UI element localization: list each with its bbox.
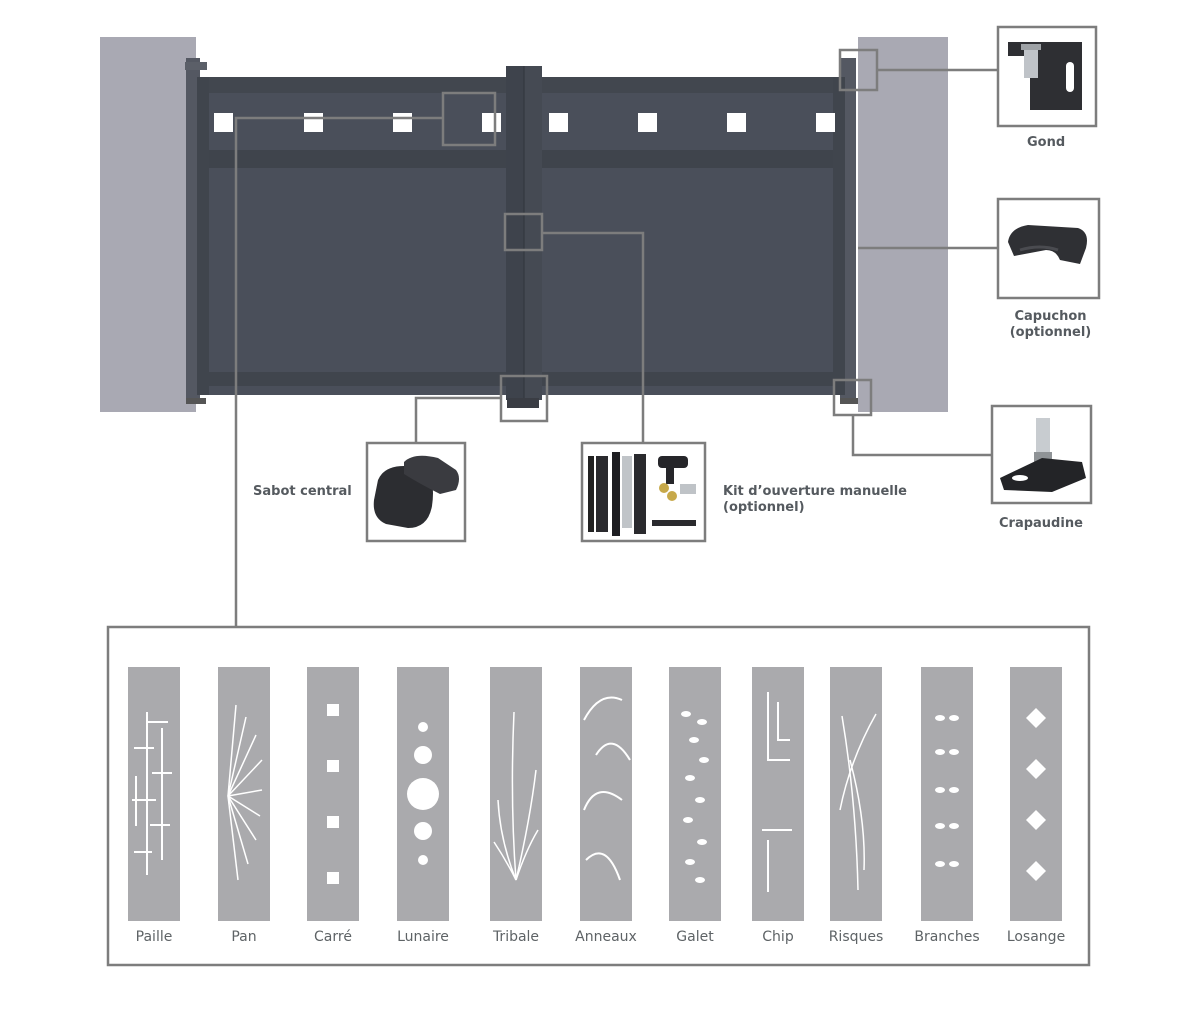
crapaudine-frame <box>990 404 1093 505</box>
left-pillar <box>100 37 196 412</box>
sabot-label: Sabot central <box>253 484 352 499</box>
pattern-panels <box>128 667 1062 921</box>
pattern-label-risques: Risques <box>828 929 884 945</box>
chip-motif <box>762 692 792 892</box>
lunaire-motif <box>407 722 439 865</box>
patterns-frame <box>106 625 1091 967</box>
anneaux-motif <box>583 696 631 881</box>
center-stile-left <box>506 66 524 400</box>
cap-cover-icon <box>1008 225 1087 264</box>
lock-kit-icon <box>588 452 696 536</box>
hinge-bracket-icon <box>1008 42 1082 110</box>
risques-motif <box>839 713 877 891</box>
pivot-base-icon <box>1000 418 1086 492</box>
left-top-hinge <box>185 62 207 70</box>
pattern-label-tribale: Tribale <box>492 929 540 945</box>
center-stop-icon <box>373 455 459 528</box>
pattern-label-pan: Pan <box>231 929 257 945</box>
pattern-panel-anneaux <box>580 667 632 921</box>
pattern-panel-risques <box>830 667 882 921</box>
kit-note: (optionnel) <box>723 500 805 515</box>
pattern-panel-branches <box>921 667 973 921</box>
kit-frame <box>580 441 707 543</box>
tribale-motif <box>493 711 539 881</box>
pattern-label-galet: Galet <box>676 929 714 945</box>
right-gate-leaf <box>541 77 845 395</box>
pan-motif <box>227 704 263 881</box>
capuchon-label: Capuchon <box>1014 309 1087 324</box>
pattern-label-anneaux: Anneaux <box>575 929 637 945</box>
gond-frame <box>996 25 1098 128</box>
pattern-label-chip: Chip <box>762 929 794 945</box>
left-gate-leaf <box>197 77 509 395</box>
pattern-label-losange: Losange <box>1006 929 1066 945</box>
center-stile-right <box>524 66 542 400</box>
pattern-label-lunaire: Lunaire <box>397 929 449 945</box>
right-pillar <box>858 37 948 412</box>
sabot-frame <box>365 441 467 543</box>
kit-label: Kit d’ouverture manuelle <box>723 484 907 499</box>
capuchon-frame <box>996 197 1101 300</box>
losange-motif <box>1026 708 1046 881</box>
capuchon-note: (optionnel) <box>1009 325 1092 340</box>
left-post <box>186 58 200 403</box>
pattern-panel-galet <box>669 667 721 921</box>
paille-motif <box>132 712 172 875</box>
pattern-label-paille: Paille <box>135 929 173 945</box>
pattern-panel-losange <box>1010 667 1062 921</box>
branches-motif <box>935 715 959 867</box>
pattern-label-branches: Branches <box>914 929 980 945</box>
carre-motif <box>327 704 339 884</box>
pattern-label-carre: Carré <box>314 929 352 945</box>
gond-label: Gond <box>1027 135 1066 150</box>
galet-motif <box>681 711 709 883</box>
pattern-panel-tribale <box>490 667 542 921</box>
crapaudine-label: Crapaudine <box>999 516 1083 531</box>
pattern-panel-pan <box>218 667 270 921</box>
